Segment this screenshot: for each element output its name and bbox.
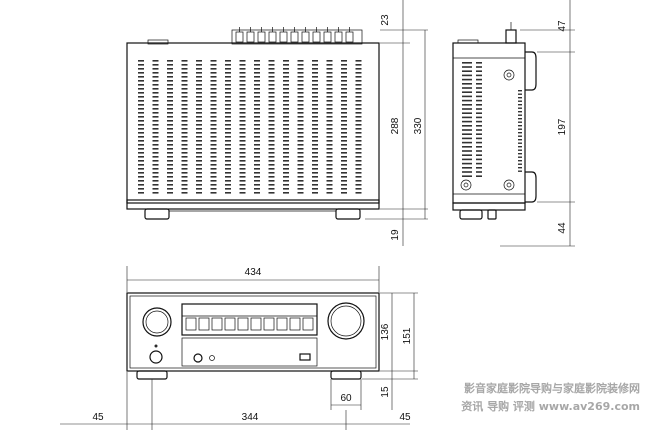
dim-terminals-height: 23 bbox=[380, 14, 391, 26]
power-button-icon bbox=[149, 350, 163, 364]
speaker-terminal-icon bbox=[312, 31, 321, 43]
svg-text:影音家庭影院导购与家庭影院装修网: 影音家庭影院导购与家庭影院装修网 bbox=[464, 381, 640, 395]
usb-port-icon bbox=[299, 353, 311, 361]
side-view-dimensions: 47 197 44 bbox=[500, 0, 575, 247]
front-panel-button bbox=[263, 317, 275, 331]
dim-feet-height: 15 bbox=[380, 386, 391, 398]
speaker-terminal-icon bbox=[345, 31, 354, 43]
speaker-terminal-icon bbox=[257, 31, 266, 43]
dim-total-depth: 330 bbox=[413, 117, 424, 134]
dim-foot-width: 60 bbox=[340, 393, 352, 404]
front-view bbox=[126, 292, 380, 380]
dim-feet-depth: 19 bbox=[390, 229, 401, 241]
front-panel-button bbox=[211, 317, 223, 331]
dim-front-height: 151 bbox=[402, 327, 413, 344]
front-panel bbox=[126, 292, 380, 372]
front-panel-button bbox=[250, 317, 262, 331]
input-selector-knob-icon bbox=[142, 307, 172, 337]
dim-foot-spacing: 344 bbox=[242, 412, 259, 423]
dim-side-bottom: 44 bbox=[557, 222, 568, 234]
speaker-terminal-icon bbox=[334, 31, 343, 43]
screw-icon bbox=[460, 179, 472, 191]
front-panel-button bbox=[237, 317, 249, 331]
dim-side-middle: 197 bbox=[557, 118, 568, 135]
display-window bbox=[181, 303, 318, 336]
speaker-terminal-icon bbox=[235, 31, 244, 43]
front-view-dimensions: 434 136 151 15 60 45 344 45 bbox=[60, 266, 418, 430]
top-view-front-bezel bbox=[126, 199, 380, 210]
volume-knob-icon bbox=[327, 302, 365, 340]
front-panel-button bbox=[276, 317, 288, 331]
top-view bbox=[126, 27, 380, 220]
front-foot-right bbox=[330, 370, 362, 380]
speaker-terminal-icon bbox=[246, 31, 255, 43]
headphone-jack-icon bbox=[193, 353, 203, 363]
front-panel-button bbox=[185, 317, 197, 331]
front-panel-button bbox=[302, 317, 314, 331]
top-view-foot-right bbox=[335, 208, 361, 220]
dim-front-body-height: 136 bbox=[380, 323, 391, 340]
dim-body-depth: 288 bbox=[390, 117, 401, 134]
side-view bbox=[452, 22, 537, 220]
dim-front-width: 434 bbox=[245, 267, 262, 278]
front-button-row bbox=[185, 317, 314, 331]
dim-left-offset: 45 bbox=[92, 412, 104, 423]
side-ventilation bbox=[462, 62, 522, 177]
speaker-terminal-icon bbox=[323, 31, 332, 43]
speaker-terminal-icon bbox=[290, 31, 299, 43]
dim-right-offset: 45 bbox=[399, 412, 411, 423]
ventilation-grille bbox=[138, 60, 362, 194]
top-view-dimensions: 23 288 330 19 bbox=[365, 0, 428, 246]
front-foot-left bbox=[136, 370, 168, 380]
speaker-terminal-icon bbox=[268, 31, 277, 43]
top-view-body bbox=[126, 42, 380, 204]
speaker-terminal-icon bbox=[279, 31, 288, 43]
screw-icon bbox=[503, 179, 515, 191]
dim-side-top: 47 bbox=[557, 20, 568, 32]
top-view-foot-left bbox=[144, 208, 170, 220]
watermark: 影音家庭影院导购与家庭影院装修网 资讯 导购 评测 www.av269.com bbox=[461, 381, 640, 413]
front-panel-button bbox=[198, 317, 210, 331]
terminal-strip bbox=[231, 27, 363, 45]
svg-text:资讯 导购 评测 www.av269.com: 资讯 导购 评测 www.av269.com bbox=[461, 399, 640, 413]
front-panel-button bbox=[224, 317, 236, 331]
speaker-terminal-icon bbox=[301, 31, 310, 43]
screw-icon bbox=[503, 69, 515, 81]
front-panel-button bbox=[289, 317, 301, 331]
